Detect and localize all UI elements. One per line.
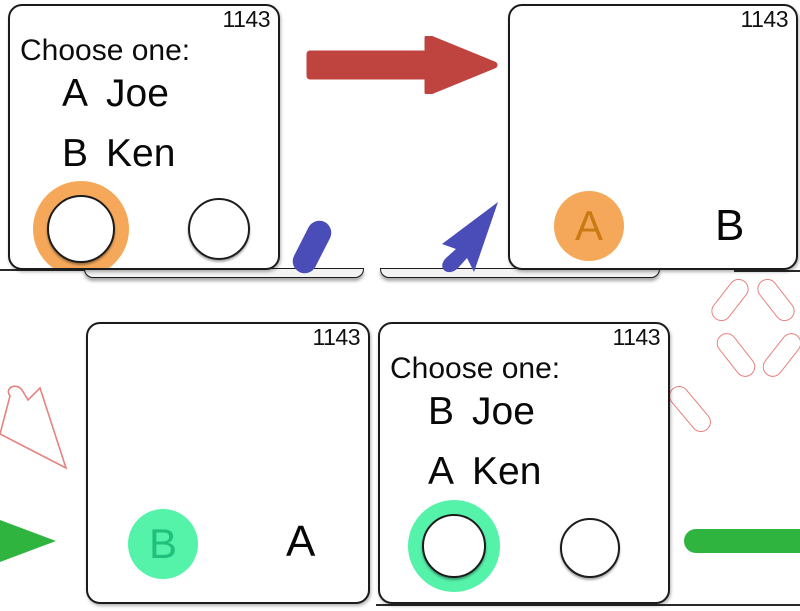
panel-id-label: 1143 xyxy=(312,324,361,350)
token-b[interactable]: B xyxy=(715,201,745,250)
sparkle-spoke-2 xyxy=(753,274,799,326)
radio-button-right[interactable] xyxy=(188,198,250,260)
panel-id-label: 1143 xyxy=(222,6,271,32)
option-name: Ken xyxy=(106,132,176,175)
panel-bottom-left[interactable]: 1143 B A xyxy=(86,322,370,604)
panel-baseline-bottom xyxy=(376,604,800,606)
option-key: B xyxy=(62,132,89,175)
option-key: A xyxy=(62,72,89,115)
panel-id-label: 1143 xyxy=(612,324,661,350)
radio-button-left[interactable] xyxy=(47,195,115,263)
cursor-outline-icon xyxy=(0,385,68,470)
option-name: Joe xyxy=(106,72,169,115)
pointer-cursor-icon xyxy=(442,202,498,273)
panel-top-right[interactable]: 1143 A B xyxy=(508,4,798,270)
sparkle-spoke-1 xyxy=(707,274,753,326)
play-arrow-icon xyxy=(0,520,56,562)
prompt-text: Choose one: xyxy=(390,352,561,385)
option-key: B xyxy=(428,390,455,433)
token-b[interactable]: B xyxy=(128,509,198,579)
token-a[interactable]: A xyxy=(286,517,316,566)
cursor-outline-partial-icon xyxy=(0,272,26,382)
sparkle-spoke-4 xyxy=(758,329,800,381)
option-name: Joe xyxy=(472,390,535,433)
panel-baseline-right xyxy=(734,270,800,272)
radio-button-right[interactable] xyxy=(560,518,620,578)
option-row: A Joe xyxy=(62,74,169,113)
radio-button-left[interactable] xyxy=(422,514,486,578)
panel-id-label: 1143 xyxy=(740,6,789,32)
prompt-text: Choose one: xyxy=(20,34,191,67)
panel-top-left[interactable]: 1143 Choose one: A Joe B Ken xyxy=(8,4,280,270)
option-row: B Ken xyxy=(62,134,175,173)
sparkle-spoke-3 xyxy=(712,329,760,381)
sparkle-spoke-5 xyxy=(664,381,716,437)
option-row: A Ken xyxy=(428,452,541,491)
flow-arrow-right-icon xyxy=(306,36,498,94)
panel-bottom-right[interactable]: 1143 Choose one: B Joe A Ken xyxy=(378,322,670,604)
token-a[interactable]: A xyxy=(554,191,624,261)
progress-bar xyxy=(684,529,800,553)
option-row: B Joe xyxy=(428,392,535,431)
option-key: A xyxy=(428,450,455,493)
option-name: Ken xyxy=(472,450,542,493)
